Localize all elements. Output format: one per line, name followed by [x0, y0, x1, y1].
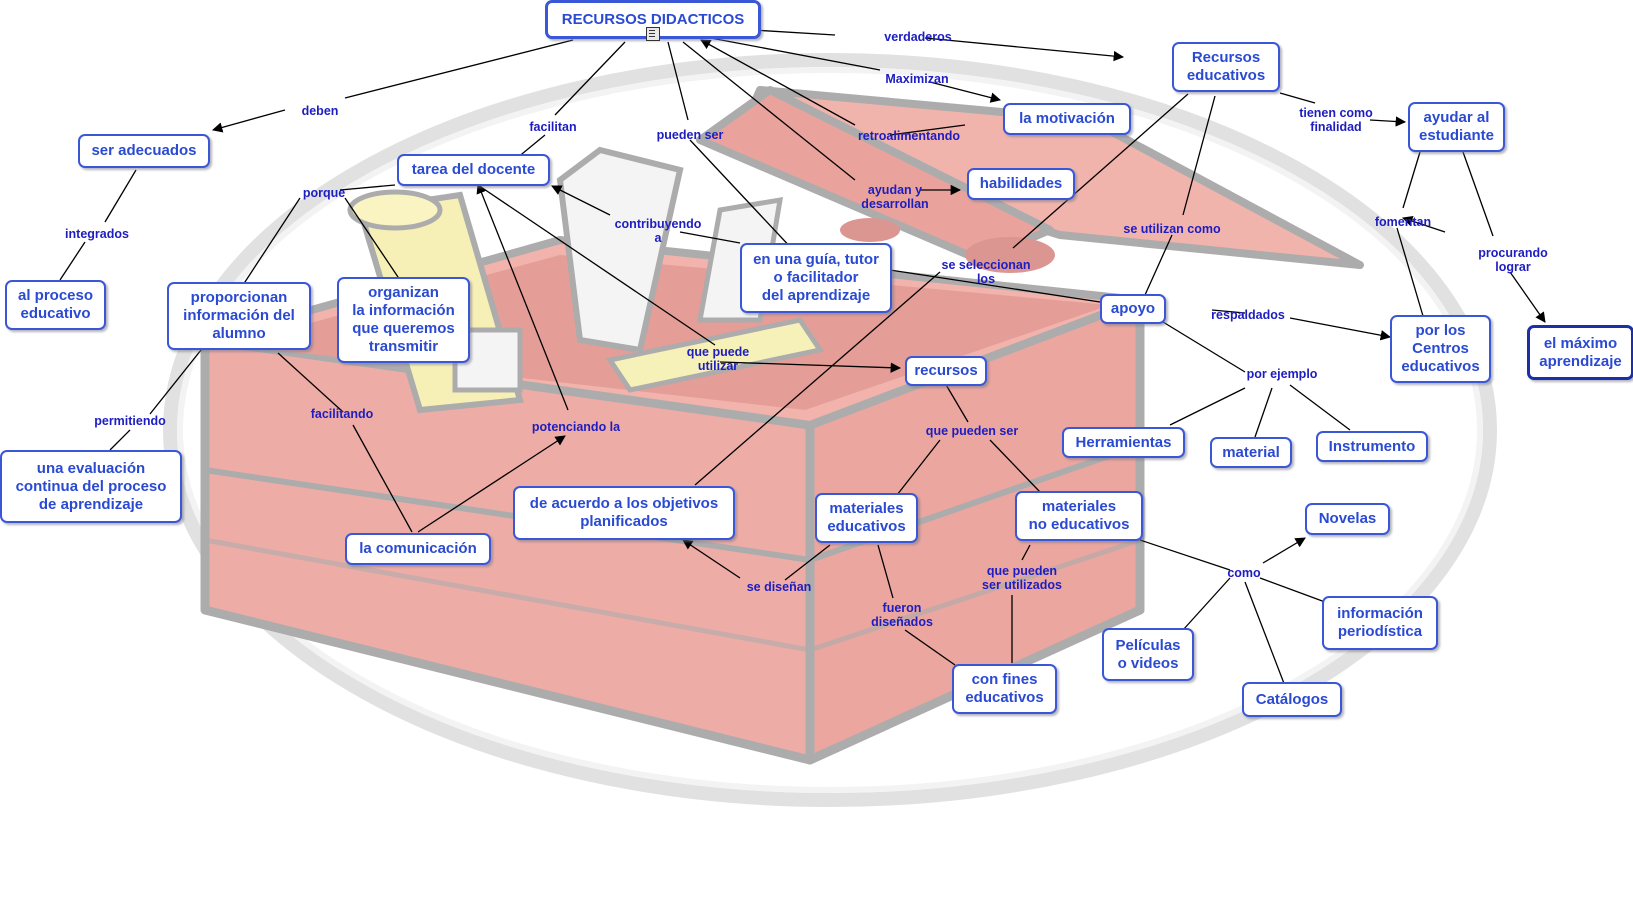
concept-proporcionan-informacion[interactable]: proporcionan información del alumno [167, 282, 311, 350]
link-ayudan-desarrollan: ayudan y desarrollan [861, 183, 929, 211]
concept-instrumento[interactable]: Instrumento [1316, 431, 1428, 462]
concept-informacion-periodistica[interactable]: información periodística [1322, 596, 1438, 650]
link-deben: deben [301, 104, 339, 118]
concept-la-comunicacion[interactable]: la comunicación [345, 533, 491, 565]
link-retroalimentando: retroalimentando [857, 129, 961, 143]
link-porque: porque [302, 186, 346, 200]
link-potenciando-la: potenciando la [531, 420, 621, 434]
concept-ser-adecuados[interactable]: ser adecuados [78, 134, 210, 168]
link-fueron-disenados: fueron diseñados [871, 601, 933, 629]
concept-objetivos-planificados[interactable]: de acuerdo a los objetivos planificados [513, 486, 735, 540]
link-verdaderos: verdaderos [884, 30, 952, 44]
concept-organizan-informacion[interactable]: organizan la información que queremos tr… [337, 277, 470, 363]
concept-tarea-docente[interactable]: tarea del docente [397, 154, 550, 186]
link-se-disenan: se diseñan [746, 580, 812, 594]
concept-guia-tutor[interactable]: en una guía, tutor o facilitador del apr… [740, 243, 892, 313]
link-respaldados: respaldados [1211, 308, 1285, 322]
concept-catalogos[interactable]: Catálogos [1242, 682, 1342, 717]
link-como: como [1227, 566, 1261, 580]
concept-herramientas[interactable]: Herramientas [1062, 427, 1185, 458]
concept-por-los-centros[interactable]: por los Centros educativos [1390, 315, 1491, 383]
concept-habilidades[interactable]: habilidades [967, 168, 1075, 200]
concept-materiales-no-educativos[interactable]: materiales no educativos [1015, 491, 1143, 541]
resource-icon[interactable] [646, 27, 660, 41]
link-se-utilizan-como: se utilizan como [1123, 222, 1221, 236]
connection-lines [59, 27, 1546, 687]
link-maximizan: Maximizan [885, 72, 949, 86]
link-se-seleccionan-los: se seleccionan los [941, 258, 1031, 286]
link-fomentan: fomentan [1374, 215, 1432, 229]
concept-material[interactable]: material [1210, 437, 1292, 468]
link-facilitando: facilitando [310, 407, 374, 421]
link-permitiendo: permitiendo [94, 414, 166, 428]
concept-la-motivacion[interactable]: la motivación [1003, 103, 1131, 135]
concept-materiales-educativos[interactable]: materiales educativos [815, 493, 918, 543]
link-por-ejemplo: por ejemplo [1246, 367, 1318, 381]
concept-ayudar-estudiante[interactable]: ayudar al estudiante [1408, 102, 1505, 152]
concept-apoyo[interactable]: apoyo [1100, 294, 1166, 324]
link-tienen-como-finalidad: tienen como finalidad [1299, 106, 1373, 134]
concept-recursos[interactable]: recursos [905, 356, 987, 386]
concept-el-maximo-aprendizaje[interactable]: el máximo aprendizaje [1527, 325, 1633, 380]
concept-novelas[interactable]: Novelas [1305, 503, 1390, 535]
link-procurando-lograr: procurando lograr [1478, 246, 1548, 274]
link-contribuyendo-a: contribuyendo a [614, 217, 702, 245]
link-que-pueden-ser-utilizados: que pueden ser utilizados [982, 564, 1062, 592]
concept-evaluacion-continua[interactable]: una evaluación continua del proceso de a… [0, 450, 182, 523]
link-que-pueden-ser: que pueden ser [925, 424, 1019, 438]
link-pueden-ser: pueden ser [656, 128, 724, 142]
link-que-puede-utilizar: que puede utilizar [686, 345, 750, 373]
concept-peliculas-videos[interactable]: Películas o videos [1102, 628, 1194, 681]
concept-al-proceso-educativo[interactable]: al proceso educativo [5, 280, 106, 330]
concept-recursos-educativos[interactable]: Recursos educativos [1172, 42, 1280, 92]
link-integrados: integrados [65, 227, 129, 241]
concept-con-fines-educativos[interactable]: con fines educativos [952, 664, 1057, 714]
link-facilitan: facilitan [529, 120, 577, 134]
